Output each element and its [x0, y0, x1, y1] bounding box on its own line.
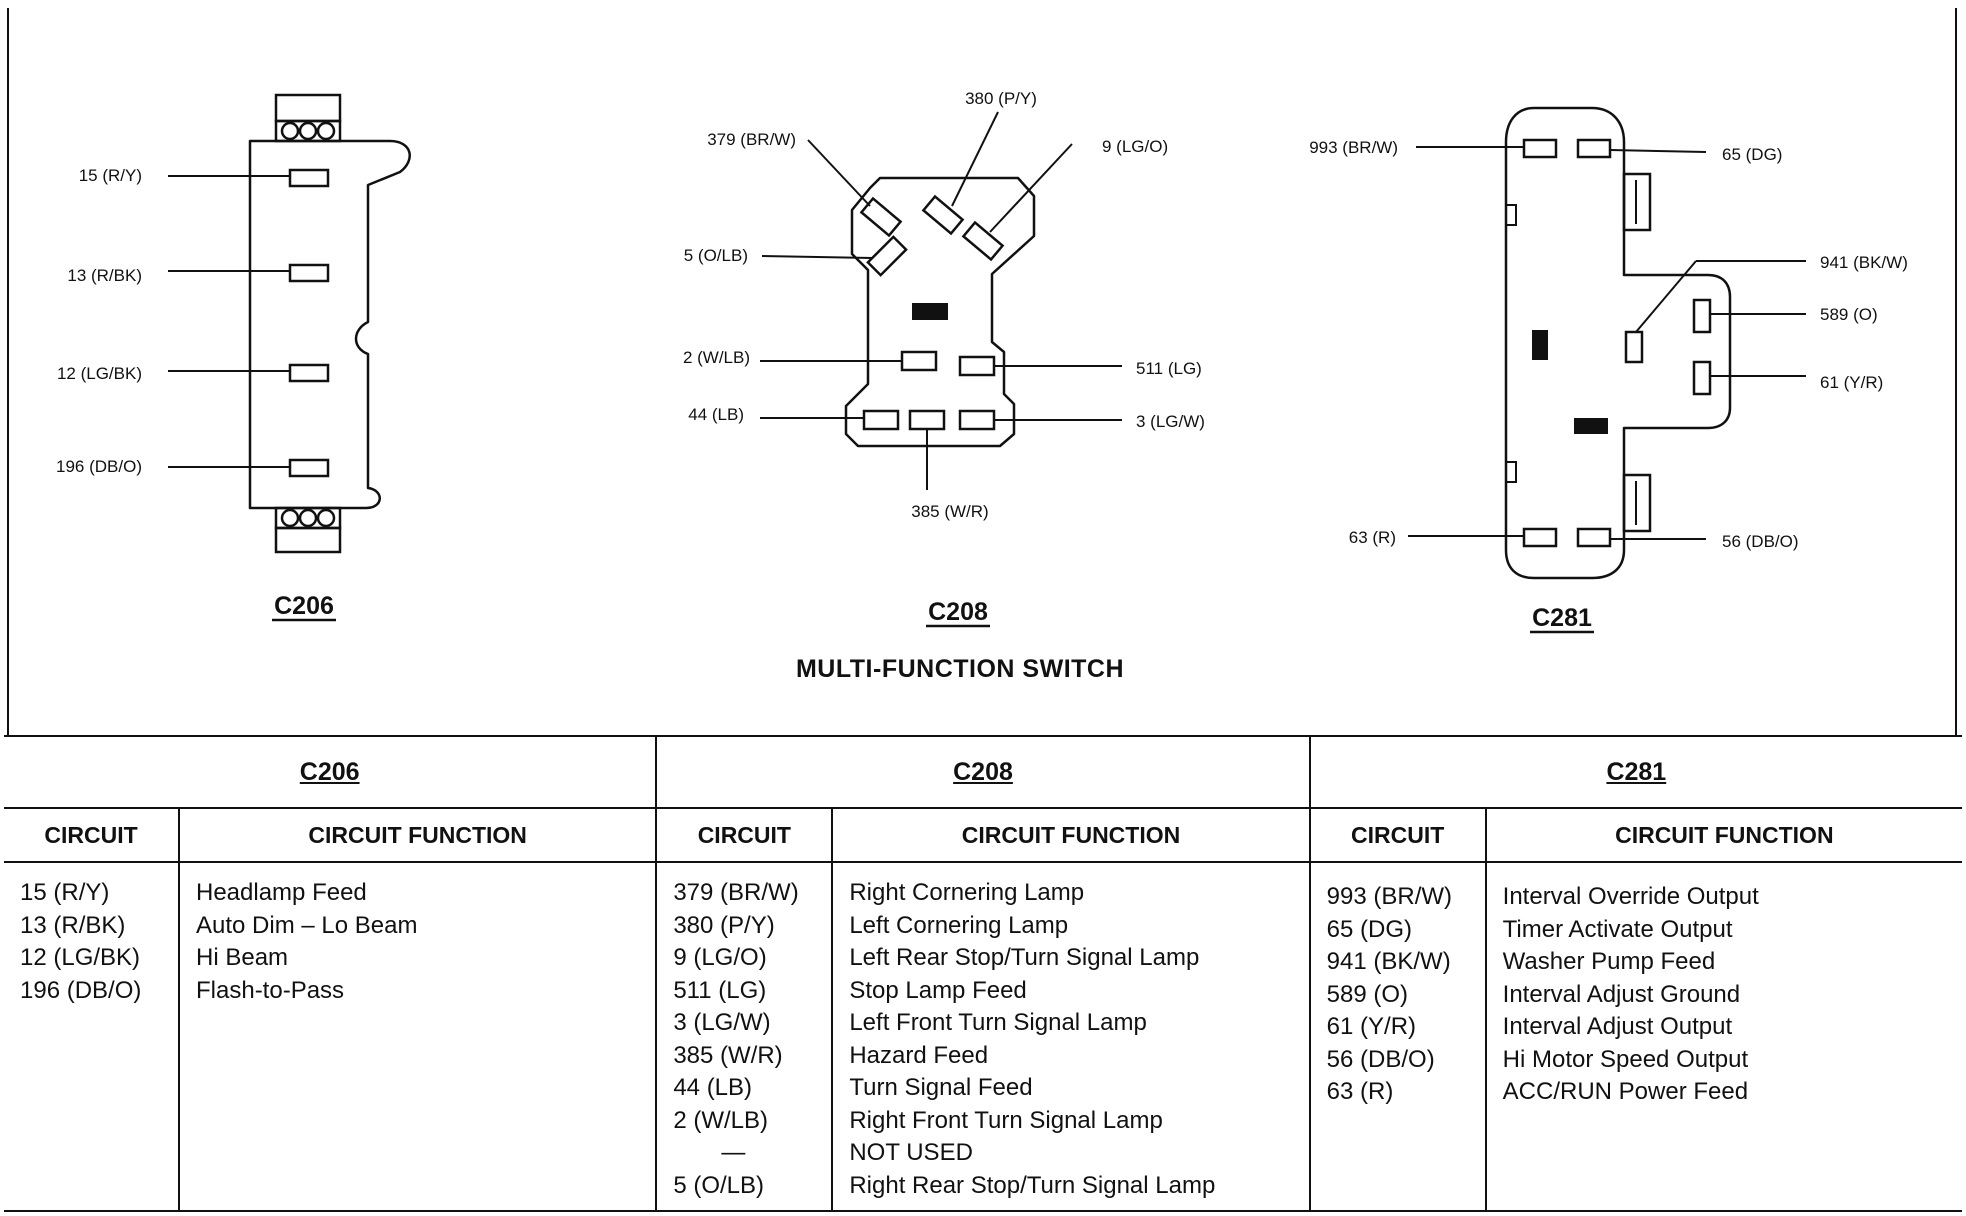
- header-function: CIRCUIT FUNCTION: [308, 821, 527, 848]
- header-circuit: CIRCUIT: [657, 809, 834, 861]
- circuit-column: 15 (R/Y) 13 (R/BK) 12 (LG/BK) 196 (DB/O): [4, 863, 180, 1210]
- connector-title: C281: [1532, 604, 1592, 632]
- pin-label: 941 (BK/W): [1820, 253, 1908, 272]
- function-cell: Hi Motor Speed Output: [1502, 1045, 1749, 1073]
- circuit-cell: 12 (LG/BK): [20, 944, 141, 971]
- pin-label: 63 (R): [1349, 528, 1396, 547]
- pin-label: 15 (R/Y): [79, 166, 142, 185]
- table-header: CIRCUIT CIRCUIT FUNCTION: [4, 809, 656, 863]
- function-cell: Timer Activate Output: [1502, 915, 1733, 943]
- table-body: 379 (BR/W) 380 (P/Y) 9 (LG/O) 511 (LG) 3…: [657, 863, 1308, 1210]
- header-function: CIRCUIT FUNCTION: [1615, 821, 1834, 848]
- header-circuit: CIRCUIT: [1311, 809, 1487, 861]
- function-cell: Left Cornering Lamp: [849, 911, 1069, 939]
- function-cell: Hi Beam: [196, 944, 289, 971]
- table-header: CIRCUIT CIRCUIT FUNCTION: [657, 809, 1309, 863]
- function-cell: Hazard Feed: [849, 1041, 989, 1069]
- function-cell: Headlamp Feed: [196, 879, 367, 906]
- circuit-cell: 61 (Y/R): [1326, 1013, 1417, 1040]
- pin-label: 13 (R/BK): [67, 266, 142, 285]
- table-title: C281: [1310, 737, 1962, 809]
- circuit-cell: 44 (LB): [673, 1074, 753, 1101]
- table-c208: C208 CIRCUIT CIRCUIT FUNCTION 379 (BR/W)…: [657, 737, 1311, 1210]
- circuit-column: 993 (BR/W) 65 (DG) 941 (BK/W) 589 (O) 61…: [1311, 863, 1487, 1210]
- connector-c206: 15 (R/Y) 13 (R/BK) 12 (LG/BK) 196 (DB/O)…: [56, 93, 411, 622]
- connector-c281: 993 (BR/W) 65 (DG) 941 (BK/W) 589 (O) 61…: [1309, 106, 1908, 634]
- function-cell: Interval Adjust Ground: [1502, 980, 1741, 1008]
- circuit-cell: 15 (R/Y): [20, 879, 110, 906]
- function-cell: Washer Pump Feed: [1502, 948, 1716, 975]
- circuit-cell: 56 (DB/O): [1326, 1045, 1435, 1073]
- pin-label: 5 (O/LB): [684, 246, 748, 265]
- function-column: Interval Override Output Timer Activate …: [1487, 863, 1962, 1210]
- circuit-cell: 3 (LG/W): [673, 1009, 771, 1036]
- pin-label: 993 (BR/W): [1309, 138, 1398, 157]
- table-body: 15 (R/Y) 13 (R/BK) 12 (LG/BK) 196 (DB/O)…: [4, 863, 655, 1210]
- function-cell: Right Cornering Lamp: [849, 879, 1085, 906]
- function-cell: ACC/RUN Power Feed: [1502, 1078, 1749, 1105]
- pin-label: 379 (BR/W): [707, 130, 796, 149]
- circuit-cell: 65 (DG): [1326, 915, 1413, 943]
- circuit-cell: 9 (LG/O): [673, 944, 767, 971]
- table-title: C206: [4, 737, 656, 809]
- header-circuit: CIRCUIT: [4, 809, 180, 861]
- function-cell: Flash-to-Pass: [196, 976, 345, 1004]
- circuit-cell: 63 (R): [1326, 1078, 1394, 1105]
- pin-label: 56 (DB/O): [1722, 532, 1799, 551]
- connector-c208: 380 (P/Y) 379 (BR/W) 9 (LG/O) 5 (O/LB) 2…: [683, 89, 1205, 683]
- table-c206: C206 CIRCUIT CIRCUIT FUNCTION 15 (R/Y) 1…: [4, 737, 658, 1210]
- pin-label: 44 (LB): [688, 405, 744, 424]
- circuit-cell: 385 (W/R): [673, 1041, 783, 1069]
- function-cell: Interval Override Output: [1502, 883, 1759, 910]
- function-column: Headlamp Feed Auto Dim – Lo Beam Hi Beam…: [180, 863, 655, 1210]
- table-c281: C281 CIRCUIT CIRCUIT FUNCTION 993 (BR/W)…: [1310, 737, 1962, 1210]
- circuit-cell: 993 (BR/W): [1326, 883, 1453, 910]
- circuit-cell: 196 (DB/O): [20, 976, 142, 1004]
- pin-label: 65 (DG): [1722, 145, 1782, 164]
- function-cell: Turn Signal Feed: [849, 1074, 1033, 1101]
- table-title: C208: [657, 737, 1309, 809]
- circuit-cell: 2 (W/LB): [673, 1106, 769, 1134]
- pin-label: 385 (W/R): [911, 502, 988, 521]
- pin-label: 511 (LG): [1136, 359, 1202, 378]
- function-cell: NOT USED: [849, 1139, 973, 1166]
- pin-label: 12 (LG/BK): [57, 364, 142, 383]
- circuit-cell: 379 (BR/W): [673, 879, 799, 906]
- table-header: CIRCUIT CIRCUIT FUNCTION: [1310, 809, 1962, 863]
- circuit-cell: 13 (R/BK): [20, 911, 126, 939]
- table-body: 993 (BR/W) 65 (DG) 941 (BK/W) 589 (O) 61…: [1311, 863, 1962, 1210]
- pin-label: 589 (O): [1820, 305, 1878, 324]
- function-cell: Left Front Turn Signal Lamp: [849, 1009, 1147, 1036]
- function-cell: Stop Lamp Feed: [849, 976, 1027, 1004]
- pin-label: 61 (Y/R): [1820, 373, 1883, 392]
- pin-label: 196 (DB/O): [56, 457, 142, 476]
- pin-label: 9 (LG/O): [1102, 137, 1168, 156]
- circuit-cell: 380 (P/Y): [673, 911, 775, 939]
- circuit-tables: C206 CIRCUIT CIRCUIT FUNCTION 15 (R/Y) 1…: [4, 735, 1962, 1212]
- function-cell: Left Rear Stop/Turn Signal Lamp: [849, 944, 1200, 971]
- pin-label: 2 (W/LB): [683, 348, 750, 367]
- function-cell: Auto Dim – Lo Beam: [196, 911, 418, 939]
- pin-label: 380 (P/Y): [965, 89, 1037, 108]
- circuit-column: 379 (BR/W) 380 (P/Y) 9 (LG/O) 511 (LG) 3…: [657, 863, 834, 1210]
- connector-diagram: 15 (R/Y) 13 (R/BK) 12 (LG/BK) 196 (DB/O)…: [7, 8, 1957, 735]
- function-cell: Right Rear Stop/Turn Signal Lamp: [849, 1171, 1216, 1199]
- function-cell: Right Front Turn Signal Lamp: [849, 1106, 1163, 1134]
- connector-title: C206: [274, 592, 334, 620]
- function-column: Right Cornering Lamp Left Cornering Lamp…: [833, 863, 1308, 1210]
- circuit-cell: 5 (O/LB): [673, 1171, 765, 1199]
- function-cell: Interval Adjust Output: [1502, 1013, 1733, 1040]
- diagram-subtitle: MULTI-FUNCTION SWITCH: [796, 655, 1124, 683]
- circuit-cell: —: [721, 1139, 746, 1166]
- pin-label: 3 (LG/W): [1136, 412, 1205, 431]
- circuit-cell: 511 (LG): [673, 976, 767, 1004]
- circuit-cell: 589 (O): [1326, 980, 1409, 1008]
- header-function: CIRCUIT FUNCTION: [961, 821, 1181, 848]
- connector-title: C208: [928, 598, 988, 626]
- circuit-cell: 941 (BK/W): [1326, 948, 1451, 975]
